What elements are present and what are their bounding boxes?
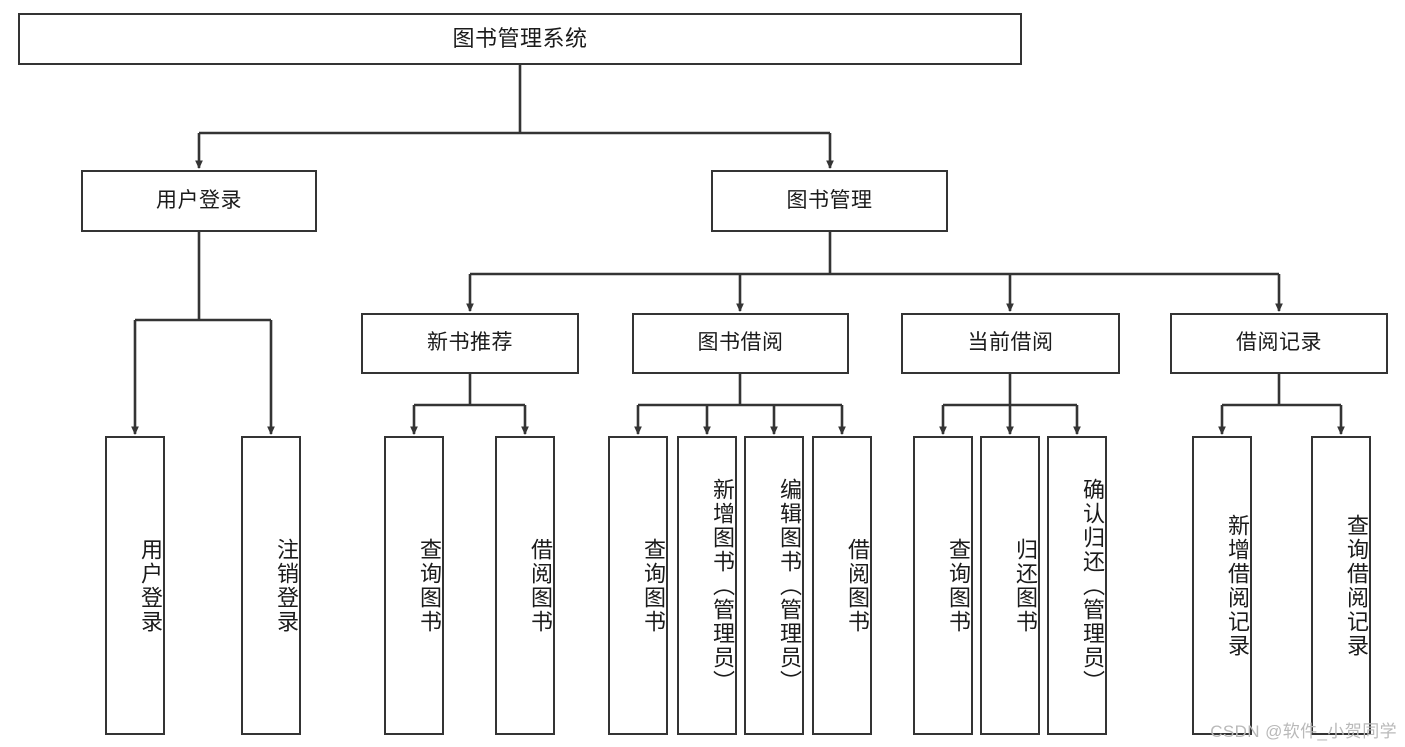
node-book-management-system[interactable]: 图书管理系统	[18, 13, 1022, 65]
node-book-management[interactable]: 图书管理	[711, 170, 948, 232]
node-label: 图书管理系统	[452, 26, 588, 52]
node-leaf-query-book-2[interactable]: 查询图书	[608, 436, 668, 735]
node-leaf-borrow-book-1[interactable]: 借阅图书	[495, 436, 555, 735]
node-label: 归还图书	[1013, 537, 1038, 634]
node-leaf-query-book-3[interactable]: 查询图书	[913, 436, 973, 735]
node-leaf-edit-book[interactable]: 编辑图书（管理员）	[744, 436, 804, 735]
node-label: 图书管理	[786, 188, 873, 212]
node-label: 借阅图书	[528, 537, 553, 634]
node-label: 查询图书	[417, 537, 442, 634]
node-label: 新增借阅记录	[1225, 513, 1250, 658]
node-book-borrow[interactable]: 图书借阅	[632, 313, 849, 374]
node-label: 查询图书	[641, 537, 666, 634]
node-new-book-recommend[interactable]: 新书推荐	[361, 313, 579, 374]
node-label: 图书借阅	[697, 331, 784, 355]
node-borrow-record[interactable]: 借阅记录	[1170, 313, 1388, 374]
node-user-login[interactable]: 用户登录	[81, 170, 317, 232]
node-label: 新书推荐	[427, 331, 513, 355]
node-label: 注销登录	[274, 537, 299, 634]
node-leaf-logout-login[interactable]: 注销登录	[241, 436, 301, 735]
node-label: 用户登录	[138, 537, 163, 634]
node-leaf-borrow-book-2[interactable]: 借阅图书	[812, 436, 872, 735]
node-leaf-user-login[interactable]: 用户登录	[105, 436, 165, 735]
node-label: 确认归还（管理员）	[1080, 477, 1105, 694]
node-label: 借阅记录	[1236, 331, 1322, 355]
node-label: 借阅图书	[845, 537, 870, 634]
node-current-borrow[interactable]: 当前借阅	[901, 313, 1120, 374]
node-leaf-confirm-return[interactable]: 确认归还（管理员）	[1047, 436, 1107, 735]
node-label: 查询借阅记录	[1344, 513, 1369, 658]
node-leaf-return-book[interactable]: 归还图书	[980, 436, 1040, 735]
node-label: 当前借阅	[967, 331, 1054, 355]
node-leaf-query-book-1[interactable]: 查询图书	[384, 436, 444, 735]
node-label: 用户登录	[156, 188, 242, 212]
node-label: 编辑图书（管理员）	[777, 477, 802, 694]
node-label: 新增图书（管理员）	[710, 477, 735, 694]
node-leaf-add-book[interactable]: 新增图书（管理员）	[677, 436, 737, 735]
node-leaf-query-borrow-record[interactable]: 查询借阅记录	[1311, 436, 1371, 735]
node-leaf-add-borrow-record[interactable]: 新增借阅记录	[1192, 436, 1252, 735]
node-label: 查询图书	[946, 537, 971, 634]
